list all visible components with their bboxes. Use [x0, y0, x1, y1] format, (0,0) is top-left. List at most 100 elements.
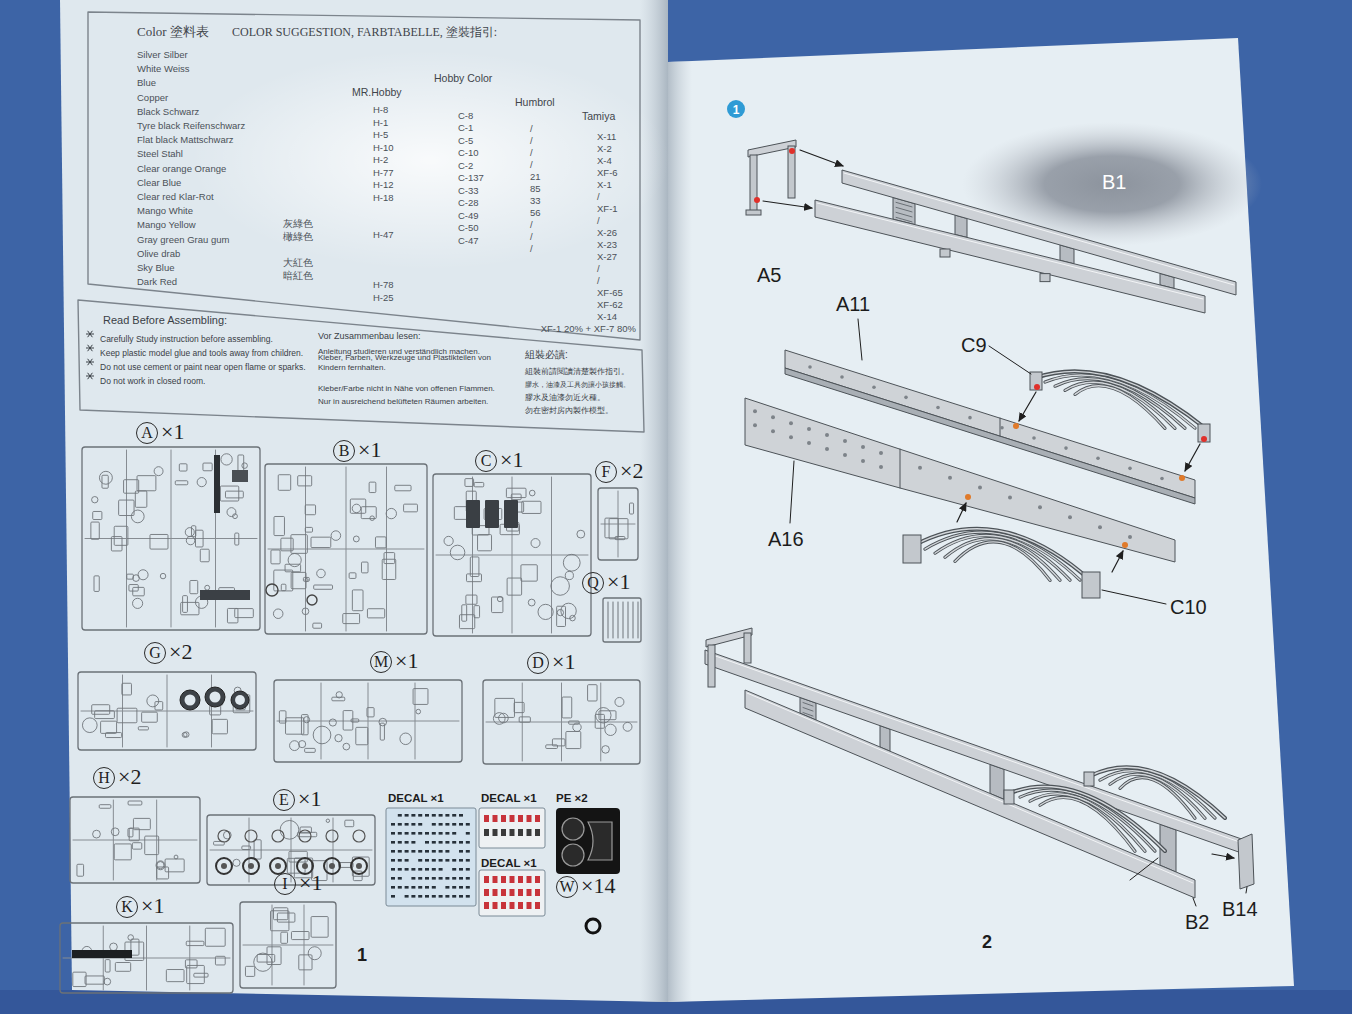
sprue-frame [598, 488, 638, 560]
decal-marking [518, 815, 523, 822]
table-cell: XF-1 20% + XF-7 80% [541, 323, 636, 334]
decal-marking [411, 886, 415, 889]
sprue-part [135, 491, 147, 507]
sprue-part [623, 722, 632, 731]
sprue-part [317, 569, 326, 578]
sprue-runner [321, 683, 322, 759]
table-cell: Clear red Klar-Rot [137, 191, 214, 202]
table-cell: C-5 [458, 135, 473, 146]
wheel-part [353, 830, 365, 842]
sprue-letter: F [602, 464, 611, 480]
decal-marking [411, 868, 415, 871]
sprue-part [91, 522, 99, 539]
leaf-spring [1045, 375, 1195, 428]
quantity-label: ×1 [141, 893, 164, 919]
decal-marking [439, 868, 443, 871]
rail-hole [753, 423, 757, 427]
sprue-part [183, 596, 188, 613]
column-header-holder: Humbrol [515, 92, 555, 110]
decal-marking [510, 829, 515, 836]
decal-marking [418, 859, 422, 862]
table-cell: 灰綠色 [283, 218, 313, 229]
column-header-holder: MR.Hobby [352, 82, 402, 100]
table-cell: H-12 [373, 179, 394, 190]
sprue-part [73, 972, 86, 986]
table-cell: / [597, 263, 600, 274]
table-cell-holder: 橄綠色 [283, 226, 313, 244]
decal-marking [418, 814, 422, 817]
leaf-spring [935, 535, 1070, 580]
decal-marking [405, 814, 409, 817]
sprue-part [314, 585, 333, 589]
table-cell: Olive drab [137, 248, 180, 259]
decal-sheet [479, 870, 545, 916]
leaf-spring [1030, 794, 1145, 851]
part-number: A16 [768, 527, 804, 551]
decal-marking [425, 850, 429, 853]
table-cell-holder: / [597, 258, 600, 276]
table-cell-holder: X-14 [597, 306, 617, 324]
sprue-part [375, 537, 386, 548]
table-cell-holder: C-2 [458, 155, 473, 173]
decal-label: DECAL ×1 [388, 792, 444, 806]
cross-member-part [746, 210, 761, 215]
table-cell: 橄綠色 [283, 231, 313, 242]
table-cell-holder: XF-1 20% + XF-7 80% [541, 318, 636, 336]
table-cell: C-33 [458, 185, 479, 196]
sprue-part [504, 500, 518, 528]
decal-marking [439, 832, 443, 835]
decal-marking [466, 850, 470, 853]
circle-text-holder: H [98, 770, 110, 786]
decal-marking [391, 850, 395, 853]
note-line: Kleber/Farbe nicht in Nähe von offenen F… [318, 384, 495, 394]
table-cell: / [530, 243, 533, 254]
sprue-part [245, 966, 254, 976]
glue-point [1034, 384, 1040, 390]
sprue-letter-circle: W [556, 876, 578, 898]
note-line: Kleber, Farben, Werkzeuge und Plastiktei… [318, 353, 518, 372]
table-cell-holder: H-1 [373, 112, 388, 130]
sprue-part [197, 478, 206, 487]
table-cell: / [597, 191, 600, 202]
color-table-box-border [88, 12, 640, 340]
leaf-spring [1020, 790, 1155, 851]
decal-marking [405, 832, 409, 835]
table-cell: Sky Blue [137, 262, 175, 273]
decal-marking [527, 815, 532, 822]
sprue-part [462, 605, 467, 621]
table-cell-holder: Copper [137, 87, 168, 105]
wheel-part [245, 830, 257, 842]
table-cell-holder: White Weiss [137, 58, 190, 76]
frame-rail [815, 200, 1205, 313]
sprue-part [77, 864, 84, 876]
sprue-part [352, 504, 361, 513]
decal-marking [445, 814, 449, 817]
table-cell-holder: H-77 [373, 162, 394, 180]
assembly-arrow [1019, 392, 1036, 421]
page-number-holder: 2 [982, 932, 992, 954]
parts-overview [60, 331, 641, 993]
decal-marking [432, 823, 436, 826]
decal-marking [466, 868, 470, 871]
sprue-letter-circle: D [527, 652, 549, 674]
decal-marking [411, 877, 415, 880]
column-header: Tamiya [582, 110, 615, 123]
sprue-part [184, 732, 189, 737]
photo-etch-fret [556, 808, 620, 874]
decal-marking [484, 889, 489, 896]
leader-line [1193, 898, 1196, 906]
note-heading: Vor Zusammenbau lesen: [318, 331, 421, 342]
sprue-part [308, 947, 321, 960]
table-cell-holder: 暗紅色 [283, 265, 313, 283]
rail-hole [1032, 436, 1036, 440]
table-cell: Steel Stahl [137, 148, 183, 159]
decal-marking [425, 868, 429, 871]
table-cell-holder: XF-1 [597, 198, 618, 216]
rail-hole [978, 486, 982, 490]
table-cell: XF-62 [597, 299, 623, 310]
sprue-part [281, 584, 286, 590]
table-cell-holder: / [530, 154, 533, 172]
decal-marking [445, 832, 449, 835]
table-cell: C-137 [458, 172, 484, 183]
sprue-runner [305, 467, 306, 631]
